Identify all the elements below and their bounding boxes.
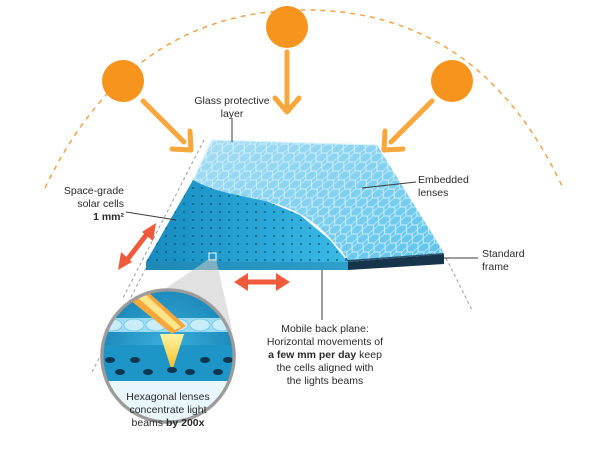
mobile-label-line: Horizontal movements of bbox=[266, 336, 384, 348]
down-arrow-icon bbox=[140, 98, 194, 153]
down-arrow-icon bbox=[381, 98, 435, 153]
glass-edge-highlight bbox=[192, 139, 378, 181]
mobile-back-plane-label: Mobile back plane: Horizontal movements … bbox=[250, 323, 400, 388]
hex-label-bold: by 200x bbox=[165, 417, 205, 429]
solar-cell-dots bbox=[146, 180, 348, 262]
embedded-lenses bbox=[193, 140, 444, 260]
sun-icon bbox=[102, 60, 144, 102]
glass-layer-label: Glass protective layer bbox=[178, 95, 286, 121]
glass-label-line: layer bbox=[220, 108, 244, 120]
mobile-label-rest: keep bbox=[356, 349, 382, 361]
mobile-label-line: Mobile back plane: bbox=[281, 323, 369, 335]
embedded-lenses-label: Embedded lenses bbox=[418, 174, 498, 200]
embedded-label-line: Embedded bbox=[418, 174, 469, 186]
space-label-size: 1 mm² bbox=[93, 211, 124, 223]
embedded-leader bbox=[361, 181, 417, 189]
guide-line bbox=[445, 257, 473, 311]
double-arrow-icon bbox=[118, 223, 156, 270]
hexagonal-lenses-label: Hexagonal lenses concentrate light beams… bbox=[113, 391, 223, 430]
hex-label-line: beams by 200x bbox=[113, 417, 223, 430]
space-leader bbox=[125, 211, 177, 221]
space-label-line: Space-grade bbox=[63, 185, 124, 197]
double-arrow-icon bbox=[234, 273, 290, 291]
panel-frame bbox=[348, 254, 444, 270]
space-grade-label: Space-grade solar cells 1 mm² bbox=[40, 185, 124, 224]
hex-label-line: Hexagonal lenses bbox=[126, 391, 210, 403]
mobile-label-line: a few mm per day keep bbox=[250, 349, 400, 362]
space-label-line: solar cells bbox=[77, 198, 124, 210]
sun-icon bbox=[431, 60, 473, 102]
standard-frame-label: Standard frame bbox=[482, 248, 562, 274]
magnifier-icon bbox=[100, 288, 236, 424]
embedded-label-line: lenses bbox=[418, 187, 449, 199]
mobile-label-line: the lights beams bbox=[286, 375, 364, 387]
mobile-label-bold: a few mm per day bbox=[268, 349, 357, 361]
frame-label-line: Standard bbox=[482, 248, 525, 260]
hex-label-rest: beams bbox=[131, 417, 166, 429]
sun-icon bbox=[266, 6, 308, 48]
frame-label-line: frame bbox=[482, 261, 509, 273]
panel-front-edge bbox=[146, 262, 348, 270]
glass-label-line: Glass protective bbox=[194, 95, 270, 107]
hex-label-line: concentrate light bbox=[129, 404, 207, 416]
down-arrow-icon bbox=[272, 49, 302, 115]
mobile-label-line: the cells aligned with bbox=[276, 362, 374, 374]
